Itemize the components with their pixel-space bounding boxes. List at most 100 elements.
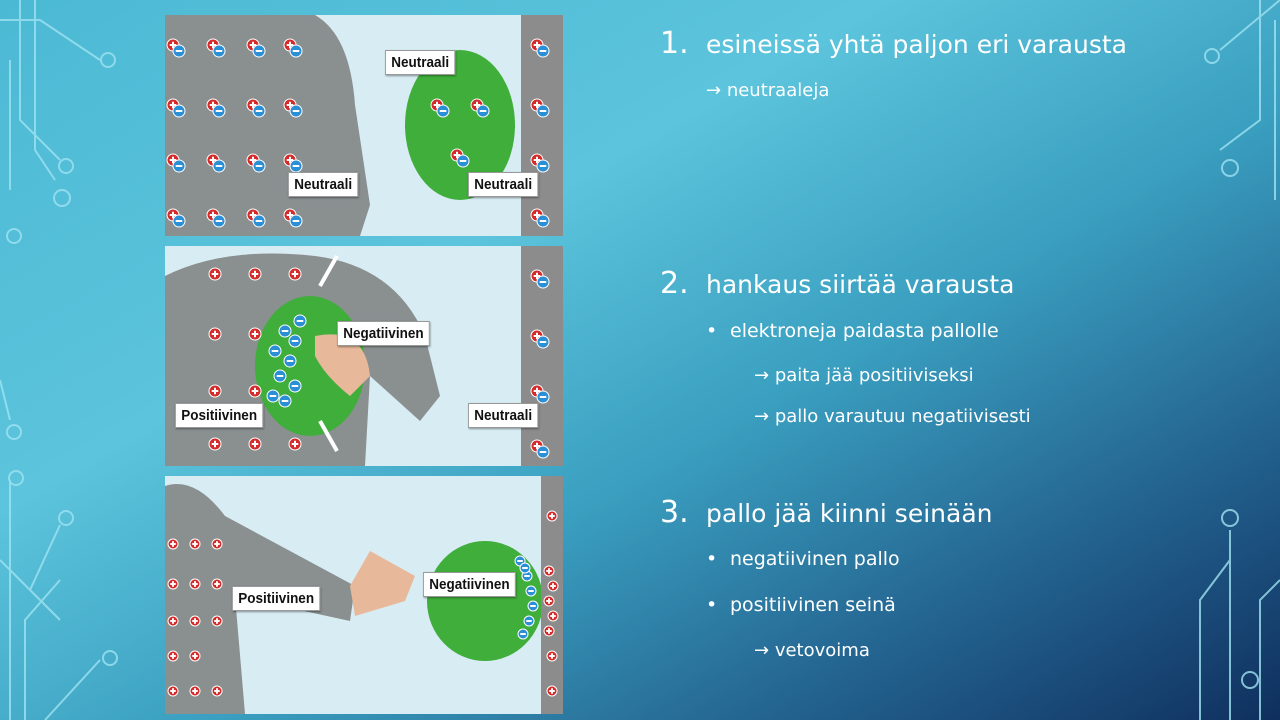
plus-sign-icon: [214, 618, 220, 624]
positive-charge: [189, 685, 201, 697]
negative-charge: [525, 585, 537, 597]
negative-charge: [252, 44, 266, 58]
arrow-icon: →: [754, 406, 770, 427]
plus-sign-icon: [546, 598, 552, 604]
sub-text: pallo varautuu negatiivisesti: [774, 406, 1031, 427]
positive-charge: [189, 650, 201, 662]
bullet-text: negatiivinen pallo: [730, 548, 900, 570]
positive-charge: [543, 595, 555, 607]
plus-sign-icon: [170, 541, 176, 547]
negative-charge: [536, 445, 550, 459]
bullet-text: elektroneja paidasta pallolle: [730, 320, 999, 342]
plus-sign-icon: [533, 211, 541, 219]
negative-charge: [536, 275, 550, 289]
positive-charge: [248, 267, 262, 281]
label-balloon-neutral: Neutraali: [385, 50, 456, 75]
negative-charge: [212, 214, 226, 228]
plus-sign-icon: [169, 156, 177, 164]
plus-sign-icon: [249, 101, 257, 109]
circuit-decoration-right: [1199, 0, 1280, 720]
bullet-text: positiivinen seinä: [730, 594, 896, 616]
negative-charge: [288, 334, 302, 348]
arrow-icon: →: [754, 365, 770, 386]
negative-charge: [436, 104, 450, 118]
plus-sign-icon: [286, 101, 294, 109]
negative-charge: [289, 159, 303, 173]
arrow-up: [318, 255, 339, 287]
sub-text: paita jää positiiviseksi: [774, 365, 974, 386]
positive-charge: [189, 538, 201, 550]
positive-charge: [543, 565, 555, 577]
bullet-icon: •: [706, 320, 718, 342]
negative-charge: [172, 104, 186, 118]
plus-sign-icon: [549, 653, 555, 659]
point-3-sub: → vetovoima: [754, 640, 870, 661]
positive-charge: [208, 437, 222, 451]
point-number: 3.: [660, 495, 689, 530]
plus-sign-icon: [211, 440, 219, 448]
negative-charge: [172, 214, 186, 228]
positive-charge: [547, 580, 559, 592]
sweater: [165, 15, 370, 236]
negative-charge: [456, 154, 470, 168]
negative-charge: [273, 369, 287, 383]
plus-sign-icon: [209, 156, 217, 164]
negative-charge: [252, 159, 266, 173]
balloon: [405, 50, 515, 200]
negative-charge: [252, 214, 266, 228]
label-wall-neutral: Neutraali: [468, 172, 539, 197]
positive-charge: [546, 650, 558, 662]
plus-sign-icon: [473, 101, 481, 109]
plus-sign-icon: [533, 387, 541, 395]
plus-sign-icon: [192, 653, 198, 659]
negative-charge: [527, 600, 539, 612]
plus-sign-icon: [546, 568, 552, 574]
plus-sign-icon: [291, 440, 299, 448]
plus-sign-icon: [249, 41, 257, 49]
arrow-icon: →: [754, 640, 770, 661]
plus-sign-icon: [286, 211, 294, 219]
negative-charge: [536, 214, 550, 228]
point-number: 1.: [660, 26, 689, 61]
positive-charge: [248, 327, 262, 341]
positive-charge: [546, 510, 558, 522]
point-title: pallo jää kiinni seinään: [706, 499, 993, 528]
positive-charge: [208, 267, 222, 281]
hand: [315, 334, 370, 396]
negative-charge: [266, 389, 280, 403]
illustration-sticking: Positiivinen Negatiivinen: [165, 476, 563, 714]
plus-sign-icon: [170, 581, 176, 587]
positive-charge: [208, 384, 222, 398]
positive-charge: [248, 384, 262, 398]
plus-sign-icon: [211, 330, 219, 338]
plus-sign-icon: [286, 156, 294, 164]
negative-charge: [212, 104, 226, 118]
plus-sign-icon: [192, 688, 198, 694]
negative-charge: [288, 379, 302, 393]
positive-charge: [167, 578, 179, 590]
point-1-sub: → neutraaleja: [706, 80, 829, 101]
positive-charge: [167, 650, 179, 662]
positive-charge: [167, 685, 179, 697]
plus-sign-icon: [533, 442, 541, 450]
positive-charge: [211, 615, 223, 627]
plus-sign-icon: [251, 387, 259, 395]
negative-charge: [536, 44, 550, 58]
negative-charge: [536, 159, 550, 173]
negative-charge: [283, 354, 297, 368]
plus-sign-icon: [550, 583, 556, 589]
circuit-decoration-left: [0, 0, 118, 720]
plus-sign-icon: [209, 41, 217, 49]
positive-charge: [211, 538, 223, 550]
negative-charge: [289, 214, 303, 228]
point-3-bullet-1: •negatiivinen pallo: [706, 548, 900, 570]
label-wall-neutral: Neutraali: [468, 403, 539, 428]
plus-sign-icon: [251, 270, 259, 278]
plus-sign-icon: [211, 270, 219, 278]
label-shirt-positive: Positiivinen: [175, 403, 264, 428]
plus-sign-icon: [291, 270, 299, 278]
plus-sign-icon: [169, 41, 177, 49]
label-shirt-neutral: Neutraali: [288, 172, 359, 197]
positive-charge: [189, 615, 201, 627]
